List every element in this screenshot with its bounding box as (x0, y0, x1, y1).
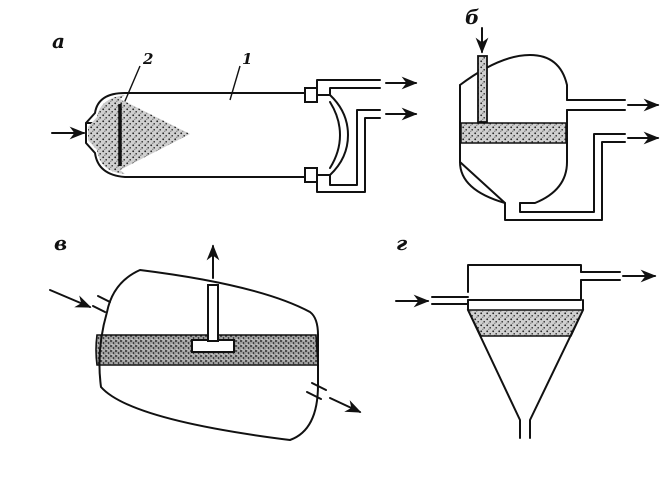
figure-b: б (459, 5, 660, 221)
figure-g: г (395, 231, 657, 439)
label-a: а (52, 29, 65, 53)
figure-a: а 2 1 (51, 29, 418, 193)
filter-bed-b (460, 122, 567, 144)
outlet-arrow-v (329, 397, 362, 413)
leader-1 (229, 65, 241, 101)
top-housing (467, 264, 582, 301)
horizontal-vessel (85, 92, 309, 178)
feed-pipe-b (477, 55, 488, 123)
callout-2: 2 (142, 50, 153, 68)
label-b: б (465, 5, 479, 29)
figure-v: в (49, 231, 362, 441)
conical-hopper (467, 299, 584, 439)
inclined-drum (98, 269, 319, 441)
callout-1: 1 (242, 50, 252, 68)
inlet-arrow-v (49, 289, 92, 308)
filter-cake-cone (88, 95, 190, 174)
label-g: г (396, 231, 408, 255)
leader-2 (121, 65, 141, 109)
label-v: в (54, 231, 67, 255)
filter-bed-g (466, 309, 585, 337)
